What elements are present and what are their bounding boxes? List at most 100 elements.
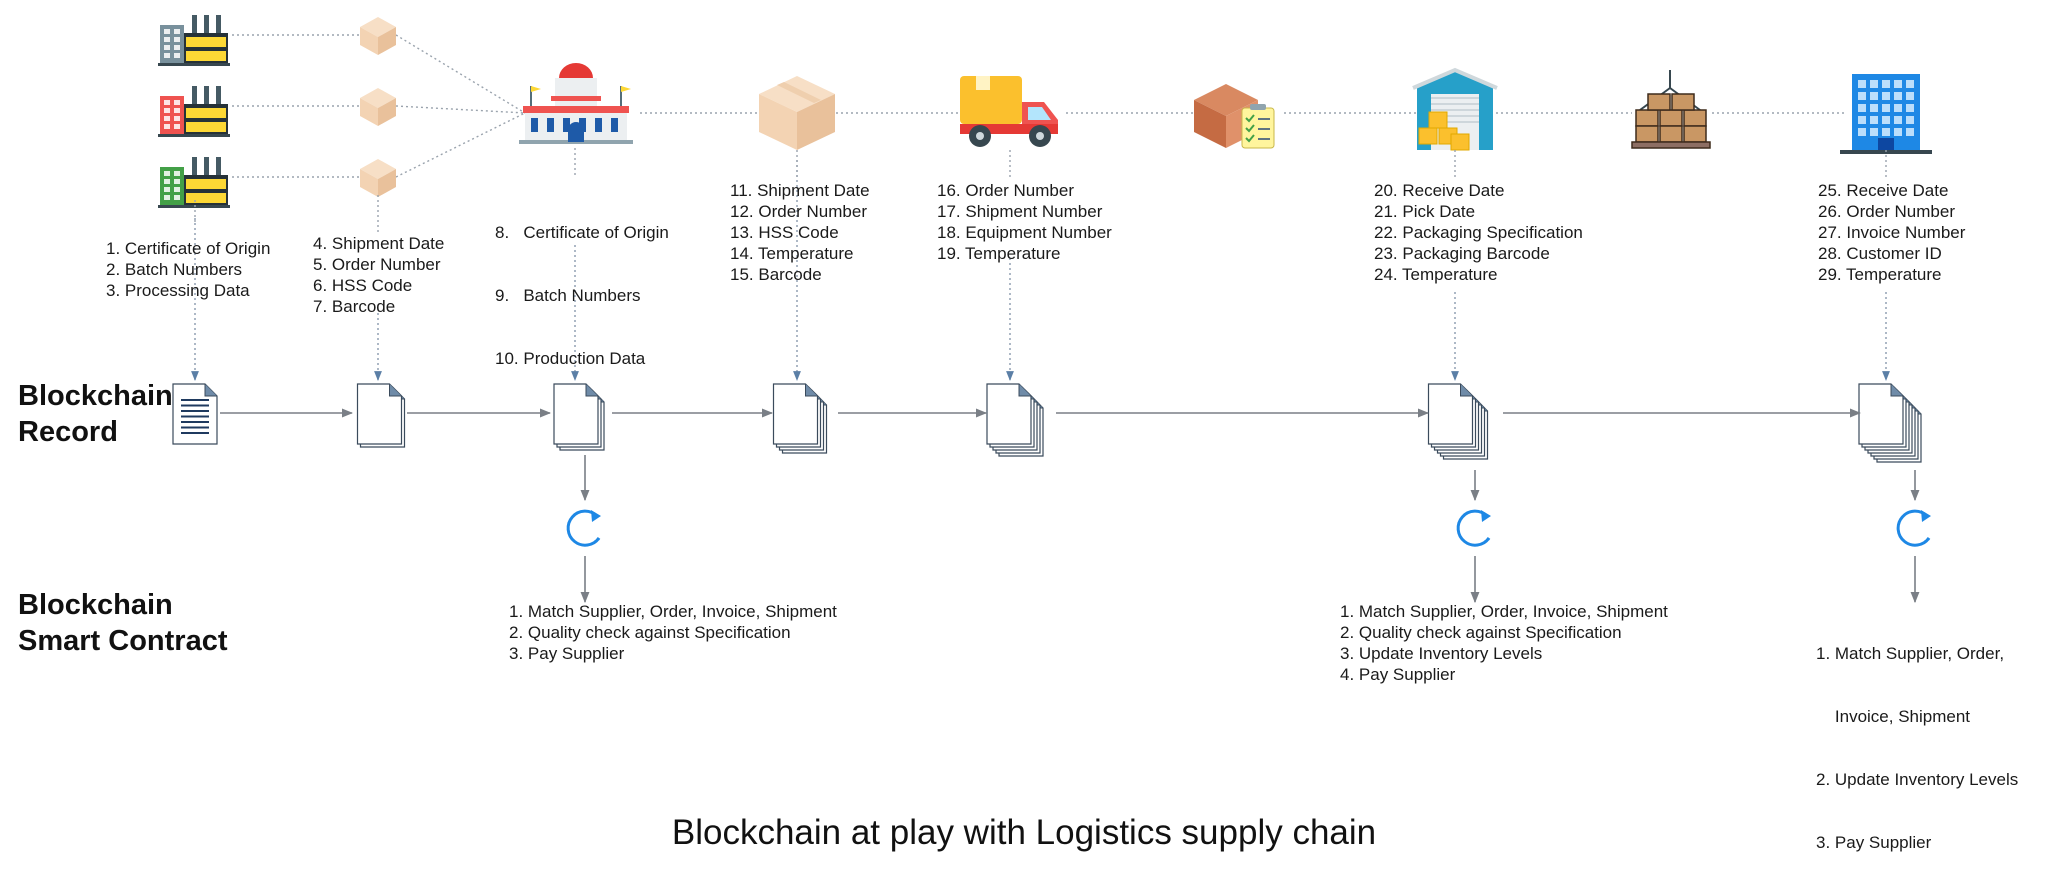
window [1882,92,1890,100]
office-building-icon [1840,74,1932,154]
factory-band [186,51,226,61]
window [1882,80,1890,88]
factory-icon [158,15,230,66]
delivery-truck-icon [960,76,1058,147]
field-item: 26. Order Number [1818,202,1955,221]
window [164,179,170,184]
document-page [1427,383,1474,445]
box-checklist-icon [1194,84,1275,149]
field-item: 16. Order Number [937,181,1074,200]
ground [158,134,230,137]
truck-window [1028,107,1051,120]
roof [1412,67,1498,90]
sync-arc [566,509,601,547]
chimney [204,86,209,104]
sync-icon [566,509,601,547]
window [164,171,170,176]
check [1245,124,1255,133]
package-to-customs-line [395,105,526,114]
factory-icon [158,86,230,137]
window [164,53,170,58]
crate [1428,111,1448,129]
window [1882,104,1890,112]
document-stack-icon [1858,383,1922,463]
window [164,187,170,192]
window [595,118,602,132]
crate [1635,125,1659,143]
contract-item: 4. Pay Supplier [1340,665,1456,684]
window [1882,116,1890,124]
window [174,53,180,58]
window [164,108,170,113]
supply-chain-diagram: Blockchain Record Blockchain Smart Contr… [18,15,2018,852]
row-label-blockchain-record: Blockchain Record [18,378,173,450]
sync-arc [1896,509,1931,547]
window [174,124,180,129]
check [1245,134,1255,143]
contract-item: 2. Update Inventory Levels [1816,770,2019,789]
window [1906,80,1914,88]
field-item: 28. Customer ID [1818,244,1942,263]
window [174,116,180,121]
chimney [192,15,197,33]
window [1906,104,1914,112]
fields-factories: 1. Certificate of Origin 2. Batch Number… [106,238,270,301]
window [164,37,170,42]
page-fold [585,384,598,397]
document-stack-icon [986,383,1044,457]
window [1870,80,1878,88]
sync-arc-dotted [594,537,601,544]
contract-item: 1. Match Supplier, Order, [1816,644,2005,663]
window [164,29,170,34]
crate [1683,125,1707,143]
box-right [378,98,396,126]
field-item: 9. Batch Numbers [495,286,641,305]
diagram-caption: Blockchain at play with Logistics supply… [671,813,1377,852]
contract-customer: 1. Match Supplier, Order, Invoice, Shipm… [1816,601,2018,895]
window [1882,128,1890,136]
field-item: 19. Temperature [937,244,1061,263]
page-fold [1018,384,1031,397]
diagram-canvas [158,15,1932,604]
window [174,179,180,184]
window [1858,128,1866,136]
box-right [797,94,835,150]
sync-head [1921,510,1931,522]
window [174,108,180,113]
field-item: 27. Invoice Number [1818,223,1966,242]
field-item: 17. Shipment Number [937,202,1103,221]
box-tape [777,82,821,103]
field-item: 13. HSS Code [730,223,839,242]
row-label-line: Blockchain [18,589,173,621]
window [1870,116,1878,124]
tower-band [551,96,601,101]
field-item: 8. Certificate of Origin [495,223,669,242]
contract-item: 1. Match Supplier, Order, Invoice, Shipm… [509,602,837,621]
door [568,122,584,142]
page-fold [805,384,818,397]
ground [158,205,230,208]
package-to-customs-line [395,34,526,114]
window [611,118,618,132]
box-left [360,169,378,197]
package-icon [360,17,396,55]
row-label-line: Blockchain [18,380,173,412]
row-label-smart-contract: Blockchain Smart Contract [18,587,228,659]
window [1858,80,1866,88]
contract-item: 2. Quality check against Specification [1340,623,1622,642]
sync-arc [1456,509,1491,547]
chimney [204,157,209,175]
factory-band [186,193,226,203]
page-fold [389,384,402,397]
contract-customs: 1. Match Supplier, Order, Invoice, Shipm… [509,601,837,664]
window [1894,104,1902,112]
field-item: 5. Order Number [313,255,441,274]
document-stack-icon [356,383,406,448]
document-stack-icon [1427,383,1489,460]
window [164,124,170,129]
box-left [360,98,378,126]
fields-customer: 25. Receive Date 26. Order Number 27. In… [1818,180,1965,285]
window [1894,92,1902,100]
factory-band [186,179,226,189]
window [174,29,180,34]
